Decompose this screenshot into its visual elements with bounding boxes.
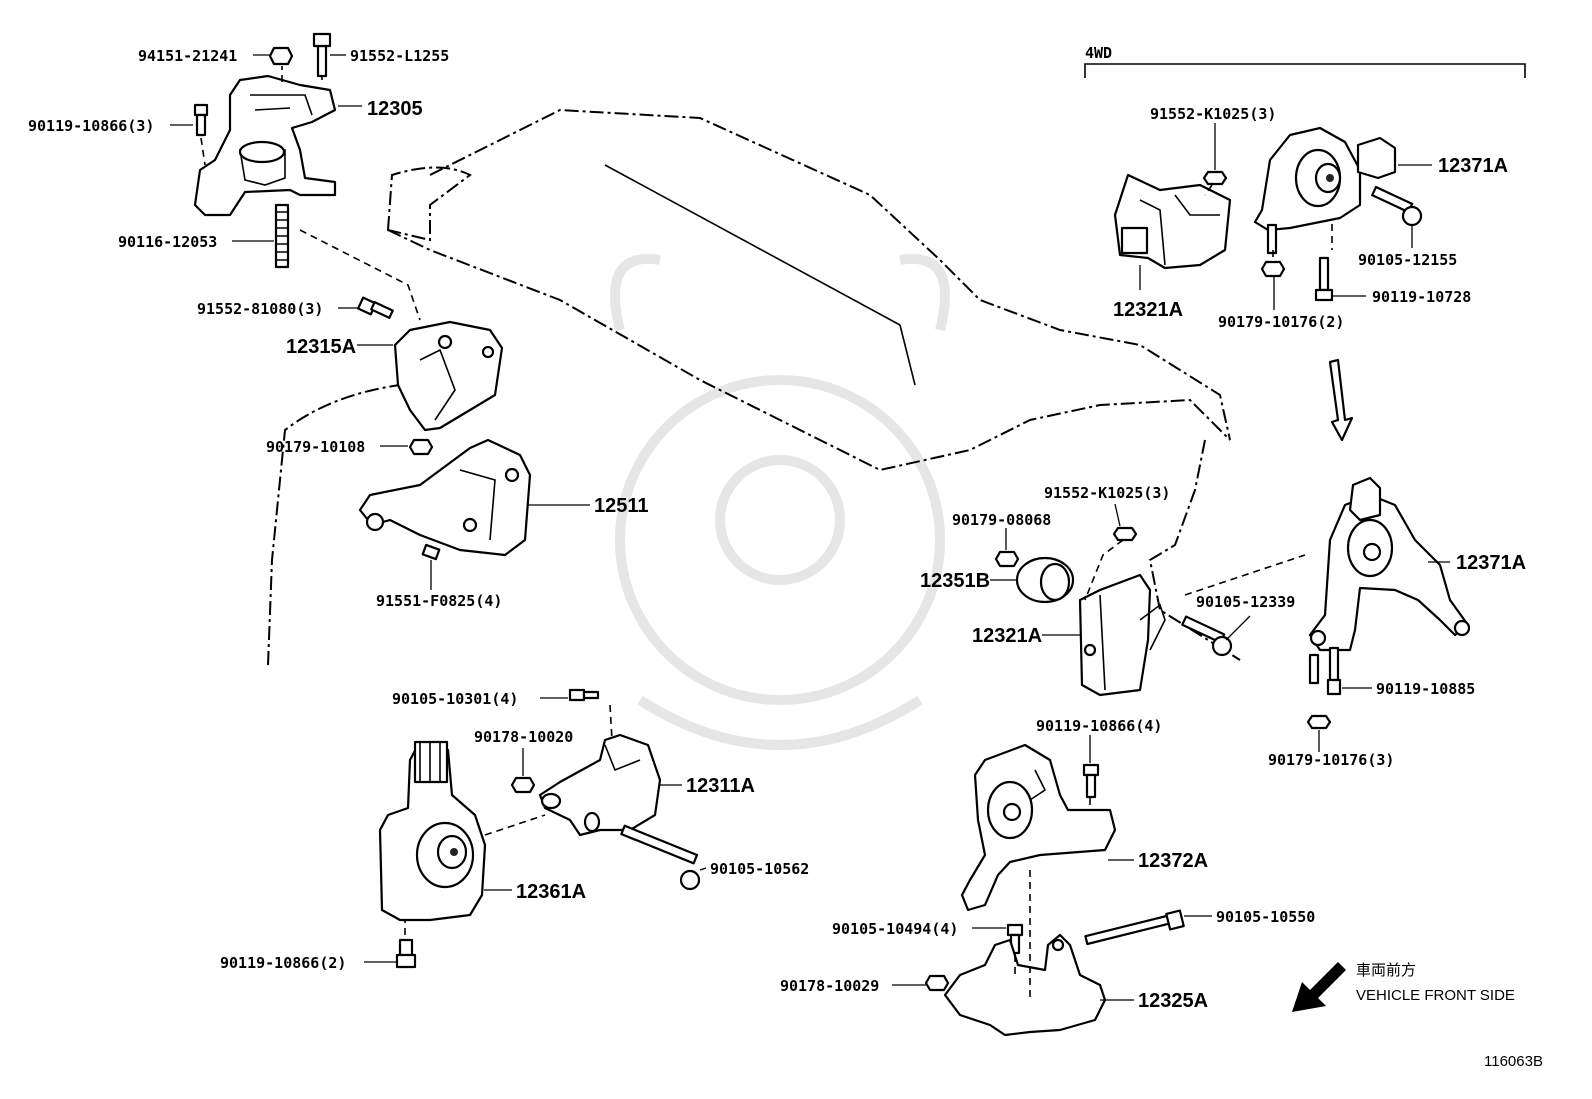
part-12372A-mount [960,743,1117,912]
label-12511: 12511 [594,495,649,517]
bolt-90119-10866-4 [1082,763,1100,799]
watermark [610,253,950,750]
label-12305: 12305 [367,98,423,120]
label-12325A: 12325A [1138,990,1208,1012]
label-91552-K1025-3-top: 91552-K1025(3) [1150,105,1276,123]
nut-90179-08068 [994,550,1020,568]
label-90179-10108: 90179-10108 [266,438,365,456]
label-90179-08068: 90179-08068 [952,511,1051,529]
bolt-91552-K1025-3-mid [1112,526,1138,542]
bolt-91552-81080-3 [357,296,394,319]
label-90178-10029: 90178-10029 [780,977,879,995]
4wd-bracket [1084,63,1526,78]
bolt-90119-10728 [1314,256,1334,302]
nut-90179-10176-2 [1260,223,1286,278]
label-91552-K1025-3-mid: 91552-K1025(3) [1044,484,1170,502]
drawing-number: 116063B [1484,1053,1543,1070]
part-12325A-bracket [943,933,1107,1037]
label-12311A: 12311A [686,775,755,797]
part-12321A-mid-bracket [1078,573,1166,697]
part-12305-mount [193,74,337,217]
label-91552-L1255: 91552-L1255 [350,47,449,65]
bolt-91551-F0825-4 [421,543,441,561]
bolt-91552-K1025-3-top [1202,170,1228,186]
part-12361A-mount [378,740,487,922]
label-90105-10550: 90105-10550 [1216,908,1315,926]
label-12361A: 12361A [516,881,586,903]
label-12321A-top: 12321A [1113,299,1183,321]
label-91551-F0825-4: 91551-F0825(4) [376,592,502,610]
bolt-90105-12339 [1181,615,1233,657]
part-12321A-top-bracket [1113,173,1232,270]
bolt-90105-12155 [1371,185,1423,227]
label-90119-10885: 90119-10885 [1376,680,1475,698]
label-90105-10301-4: 90105-10301(4) [392,690,518,708]
bolt-90119-10866-3 [193,103,209,137]
leader-lines [170,54,1450,1001]
label-12351B: 12351B [920,570,990,592]
label-90105-12155: 90105-12155 [1358,251,1457,269]
bolt-90119-10866-2 [395,938,417,969]
label-90119-10866-2: 90119-10866(2) [220,954,346,972]
label-12321A-mid: 12321A [972,625,1042,647]
nut-90179-10176-3 [1306,653,1332,730]
label-94151-21241: 94151-21241 [138,47,237,65]
nut-90178-10029 [924,974,950,992]
part-12315A-bracket [393,320,504,432]
part-12371A-top-mount [1253,126,1397,232]
bolt-90105-10550 [1084,909,1185,946]
part-12351B-bush [1015,556,1075,604]
label-90105-10494-4: 90105-10494(4) [832,920,958,938]
stud-90116-12053 [274,203,290,269]
engine-outline [267,108,1241,666]
nut-94151-21241 [268,46,294,66]
label-12371A-top: 12371A [1438,155,1508,177]
part-12511-bracket [358,438,532,557]
label-12372A: 12372A [1138,850,1208,872]
front-note-japanese: 車両前方 [1356,962,1416,979]
label-90105-10562: 90105-10562 [710,860,809,878]
label-90179-10176-3: 90179-10176(3) [1268,751,1394,769]
vehicle-front-arrow-icon [1292,962,1346,1012]
label-90119-10866-4: 90119-10866(4) [1036,717,1162,735]
bolt-90119-10885 [1326,646,1342,696]
label-12315A: 12315A [286,336,356,358]
part-12371A-right-mount [1308,476,1471,652]
label-90179-10176-2: 90179-10176(2) [1218,313,1344,331]
arrow-down-icon [1328,358,1354,442]
label-91552-81080-3: 91552-81080(3) [197,300,323,318]
label-90105-12339: 90105-12339 [1196,593,1295,611]
label-90116-12053: 90116-12053 [118,233,217,251]
label-90178-10020: 90178-10020 [474,728,573,746]
bolt-90105-10301-4 [568,688,600,702]
bolt-90105-10562 [620,824,701,891]
label-12371A-right: 12371A [1456,552,1526,574]
label-90119-10866-3: 90119-10866(3) [28,117,154,135]
part-12311A-bracket [538,733,662,837]
nut-90178-10020 [510,776,536,794]
bolt-91552-L1255 [312,32,332,78]
section-label-4wd: 4WD [1085,44,1112,62]
label-90119-10728: 90119-10728 [1372,288,1471,306]
front-note-english: VEHICLE FRONT SIDE [1356,987,1515,1004]
nut-90179-10108 [408,438,434,456]
